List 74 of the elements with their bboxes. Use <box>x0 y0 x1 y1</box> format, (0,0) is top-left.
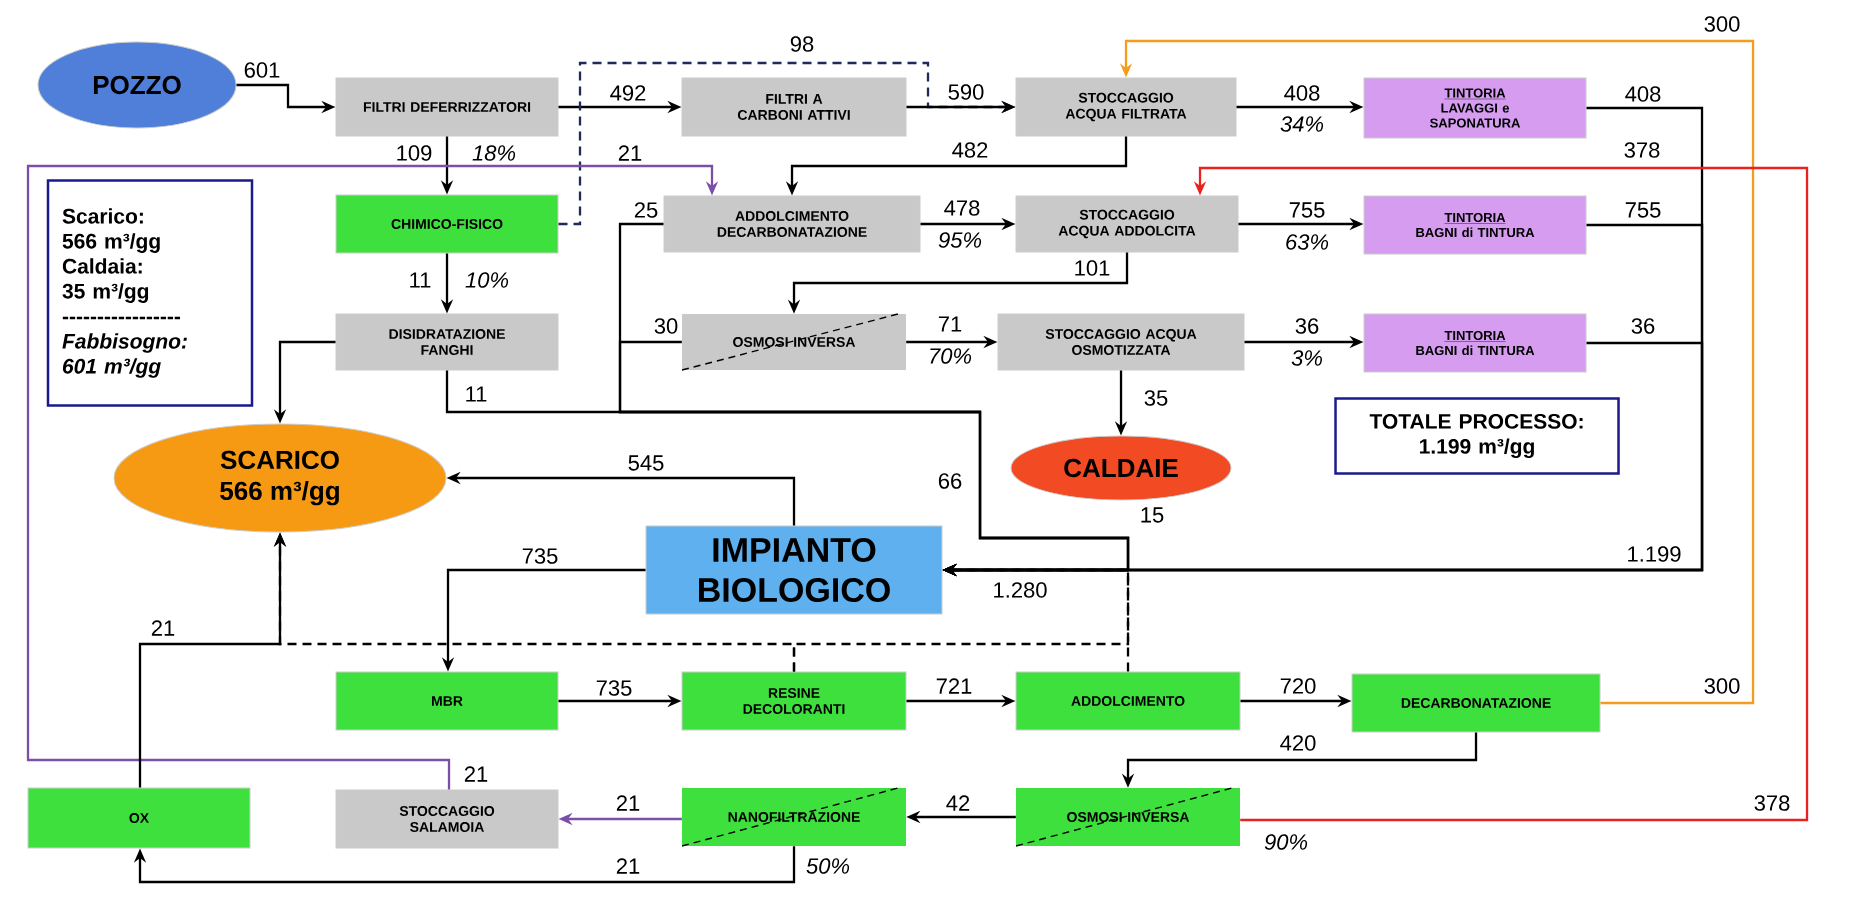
storage-box: STOCCAGGIO SALAMOIA <box>335 789 559 849</box>
flow-value: 720 <box>1278 677 1318 695</box>
flow-value: 36 <box>1293 317 1321 335</box>
flow-value: 378 <box>1622 141 1662 159</box>
dyeing-box: TINTORIA LAVAGGI e SAPONATURA <box>1363 77 1587 139</box>
process-box: ADDOLCIMENTO <box>1015 671 1241 731</box>
flow-value: 21 <box>614 857 642 875</box>
flow-value: 35 <box>1142 389 1170 407</box>
flow-value: 30 <box>652 317 680 335</box>
percentage-label: 95% <box>937 231 984 249</box>
flow-value: 71 <box>936 315 964 333</box>
percentage-label: 63% <box>1284 233 1331 251</box>
flow-value: 420 <box>1278 734 1318 752</box>
process-box: DECARBONATAZIONE <box>1351 673 1601 733</box>
arrow <box>133 846 796 884</box>
membrane-box: OSMOSI INVERSA <box>1015 787 1240 847</box>
flow-value: 42 <box>944 794 972 812</box>
flow-value: 408 <box>1623 85 1663 103</box>
flow-value: 1.199 <box>1625 545 1683 563</box>
percentage-label: 50% <box>805 857 852 875</box>
flow-value: 1.280 <box>991 581 1049 599</box>
flow-value: 300 <box>1702 15 1742 33</box>
flow-value: 25 <box>632 201 660 219</box>
flow-value: 378 <box>1752 794 1792 812</box>
plant-box: IMPIANTO BIOLOGICO <box>645 525 943 615</box>
info-box: Scarico: 566 m³/gg Caldaia: 35 m³/gg ----------------- Fabbisogno: 601 m³/gg <box>46 179 254 407</box>
process-box: DISIDRATAZIONE FANGHI <box>335 313 559 371</box>
flow-value: 21 <box>149 619 177 637</box>
flow-value: 721 <box>934 677 974 695</box>
process-box: OX <box>27 787 251 849</box>
flow-value: 109 <box>394 144 434 162</box>
flow-value: 545 <box>626 454 666 472</box>
flow-value: 735 <box>520 547 560 565</box>
flow-value: 482 <box>950 141 990 159</box>
info-box: TOTALE PROCESSO: 1.199 m³/gg <box>1334 397 1620 475</box>
percentage-label: 34% <box>1279 115 1326 133</box>
flow-value: 66 <box>936 472 964 490</box>
flow-value: 21 <box>614 794 642 812</box>
flow-value: 492 <box>608 84 648 102</box>
flow-value: 408 <box>1282 84 1322 102</box>
flow-value: 300 <box>1702 677 1742 695</box>
flow-value: 11 <box>463 385 489 403</box>
percentage-label: 90% <box>1263 833 1310 851</box>
dyeing-box: TINTORIA BAGNI di TINTURA <box>1363 313 1587 373</box>
flow-value: 21 <box>616 144 644 162</box>
flow-value: 755 <box>1287 201 1327 219</box>
process-box: RESINE DECOLORANTI <box>681 671 907 731</box>
percentage-label: 70% <box>927 347 974 365</box>
flow-value: 755 <box>1623 201 1663 219</box>
flow-value: 11 <box>407 271 433 289</box>
percentage-label: 18% <box>471 144 517 162</box>
arrow <box>26 164 719 790</box>
storage-box: STOCCAGGIO ACQUA FILTRATA <box>1015 77 1237 137</box>
percentage-label: 3% <box>1290 349 1324 367</box>
process-box: MBR <box>335 671 559 731</box>
flow-value: 36 <box>1629 317 1657 335</box>
flow-value: 735 <box>594 679 634 697</box>
process-box: FILTRI DEFERRIZZATORI <box>335 77 559 137</box>
dyeing-box: TINTORIA BAGNI di TINTURA <box>1363 195 1587 255</box>
flow-value: 478 <box>942 199 982 217</box>
process-box: FILTRI A CARBONI ATTIVI <box>681 77 907 137</box>
flow-value: 590 <box>946 83 986 101</box>
storage-box: STOCCAGGIO ACQUA ADDOLCITA <box>1015 195 1239 253</box>
flow-value: 98 <box>788 35 816 53</box>
flow-value: 601 <box>242 61 282 79</box>
storage-box: STOCCAGGIO ACQUA OSMOTIZZATA <box>997 313 1245 371</box>
flow-value: 21 <box>462 765 490 783</box>
flow-value: 101 <box>1072 259 1112 277</box>
percentage-label: 10% <box>464 271 510 289</box>
process-box: CHIMICO-FISICO <box>335 194 559 254</box>
flow-value: 15 <box>1138 506 1166 524</box>
membrane-box: OSMOSI INVERSA <box>681 313 906 371</box>
process-box: ADDOLCIMENTO DECARBONATAZIONE <box>663 195 921 253</box>
membrane-box: NANOFILTRAZIONE <box>681 787 906 847</box>
